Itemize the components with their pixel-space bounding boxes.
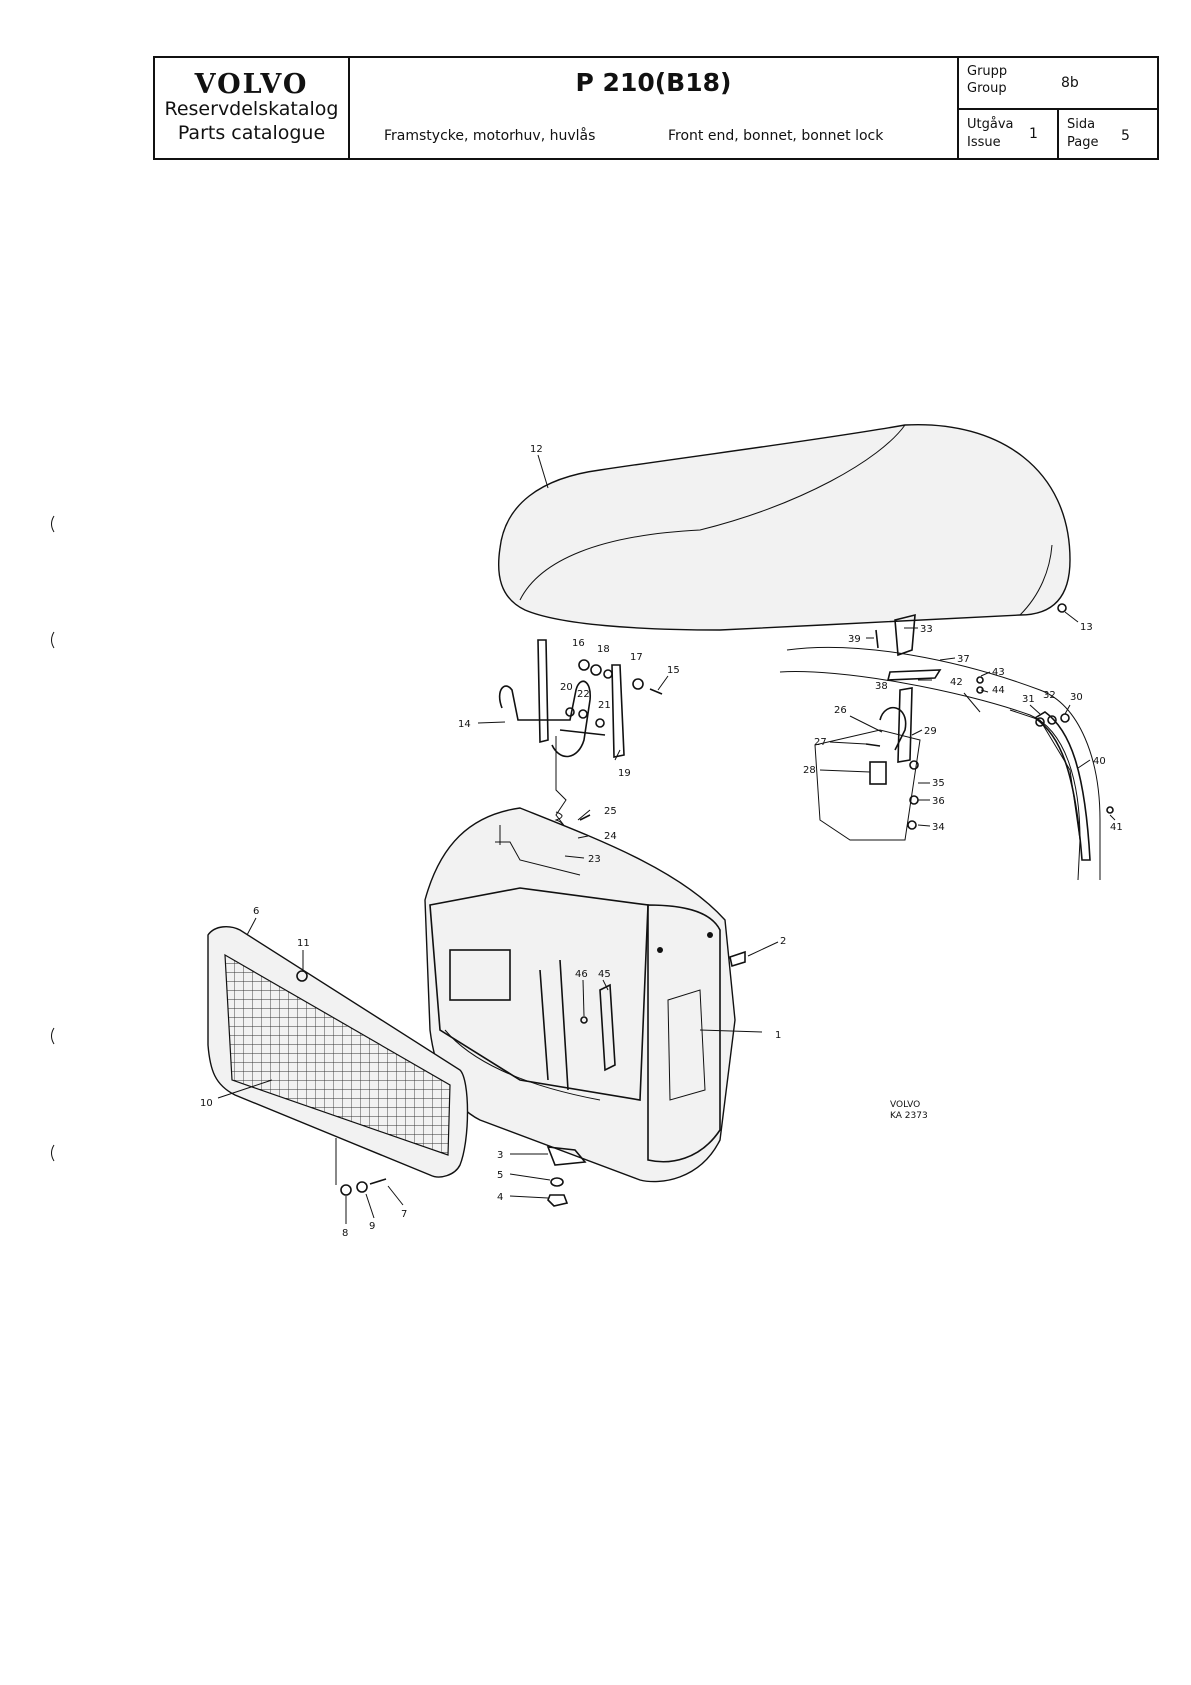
callout-8: 8 (342, 1228, 348, 1239)
callout-24: 24 (604, 831, 617, 842)
callout-28: 28 (803, 765, 816, 776)
page-label-sv: Sida (1067, 117, 1096, 132)
brand-box: VOLVO Reservdelskatalog Parts catalogue (155, 58, 350, 158)
callout-1: 1 (775, 1030, 781, 1041)
callout-25: 25 (604, 806, 617, 817)
callout-42: 42 (950, 677, 963, 688)
callout-leaders (217, 454, 1116, 1224)
callout-34: 34 (932, 822, 945, 833)
page-cell: Sida Page 5 (1057, 110, 1157, 158)
bonnet-lock-parts (865, 603, 1114, 830)
callout-13: 13 (1080, 622, 1093, 633)
radiator-grille-part (207, 926, 469, 1178)
callout-27: 27 (814, 737, 827, 748)
callout-40: 40 (1093, 756, 1106, 767)
callout-37: 37 (957, 654, 970, 665)
issue-cell: Utgåva Issue 1 (959, 110, 1057, 158)
callout-36: 36 (932, 796, 945, 807)
callout-33: 33 (920, 624, 933, 635)
callout-35: 35 (932, 778, 945, 789)
callout-15: 15 (667, 665, 680, 676)
callout-43: 43 (992, 667, 1005, 678)
drawing-ref-brand: VOLVO (890, 1100, 920, 1110)
callout-6: 6 (253, 906, 259, 917)
page-label-en: Page (1067, 135, 1099, 150)
title-block: VOLVO Reservdelskatalog Parts catalogue … (153, 56, 1159, 160)
bracket-part (729, 950, 746, 968)
callout-19: 19 (618, 768, 631, 779)
callout-38: 38 (875, 681, 888, 692)
lower-bracket-parts (546, 1146, 587, 1207)
callout-41: 41 (1110, 822, 1123, 833)
callout-20: 20 (560, 682, 573, 693)
body-outline-part (779, 646, 1101, 881)
callout-17: 17 (630, 652, 643, 663)
issue-label-sv: Utgåva (967, 117, 1014, 132)
group-cell: Grupp Group 8b (959, 58, 1157, 110)
callout-4: 4 (497, 1192, 503, 1203)
reference-box: Grupp Group 8b Utgåva Issue 1 Sida Page … (959, 58, 1157, 158)
callout-46: 46 (575, 969, 588, 980)
model-box: P 210(B18) Framstycke, motorhuv, huvlås … (350, 58, 959, 158)
page-value: 5 (1121, 128, 1130, 144)
grille-mounting-parts (335, 1138, 387, 1196)
callout-21: 21 (598, 700, 611, 711)
callout-39: 39 (848, 634, 861, 645)
callout-31: 31 (1022, 694, 1035, 705)
model-title: P 210(B18) (575, 68, 732, 97)
callout-16: 16 (572, 638, 585, 649)
callout-labels: 1 2 3 4 5 6 7 8 9 10 11 12 13 14 15 16 1… (200, 444, 1123, 1239)
callout-22: 22 (577, 689, 590, 700)
group-label-en: Group (967, 81, 1007, 96)
catalog-title-en: Parts catalogue (177, 121, 326, 144)
callout-26: 26 (834, 705, 847, 716)
callout-23: 23 (588, 854, 601, 865)
callout-32: 32 (1043, 690, 1056, 701)
grille-screw-part (296, 970, 308, 982)
group-value: 8b (1061, 75, 1079, 91)
catalog-title-sv: Reservdelskatalog (164, 97, 339, 120)
drawing-ref-code: KA 2373 (890, 1111, 928, 1121)
callout-12: 12 (530, 444, 543, 455)
callout-11: 11 (297, 938, 310, 949)
callout-29: 29 (924, 726, 937, 737)
callout-3: 3 (497, 1150, 503, 1161)
description-sv: Framstycke, motorhuv, huvlås (384, 128, 596, 144)
front-end-panel-part (424, 807, 736, 1183)
issue-label-en: Issue (967, 135, 1001, 150)
callout-30: 30 (1070, 692, 1083, 703)
callout-10: 10 (200, 1098, 213, 1109)
callout-7: 7 (401, 1209, 407, 1220)
callout-18: 18 (597, 644, 610, 655)
bonnet-part (497, 423, 1071, 631)
description-en: Front end, bonnet, bonnet lock (668, 128, 884, 144)
callout-2: 2 (780, 936, 786, 947)
callout-14: 14 (458, 719, 471, 730)
brand-logo: VOLVO (194, 68, 309, 100)
callout-45: 45 (598, 969, 611, 980)
callout-5: 5 (497, 1170, 503, 1181)
callout-9: 9 (369, 1221, 375, 1232)
issue-value: 1 (1029, 126, 1038, 142)
binding-marks (51, 515, 55, 1162)
group-label-sv: Grupp (967, 64, 1008, 79)
callout-44: 44 (992, 685, 1005, 696)
